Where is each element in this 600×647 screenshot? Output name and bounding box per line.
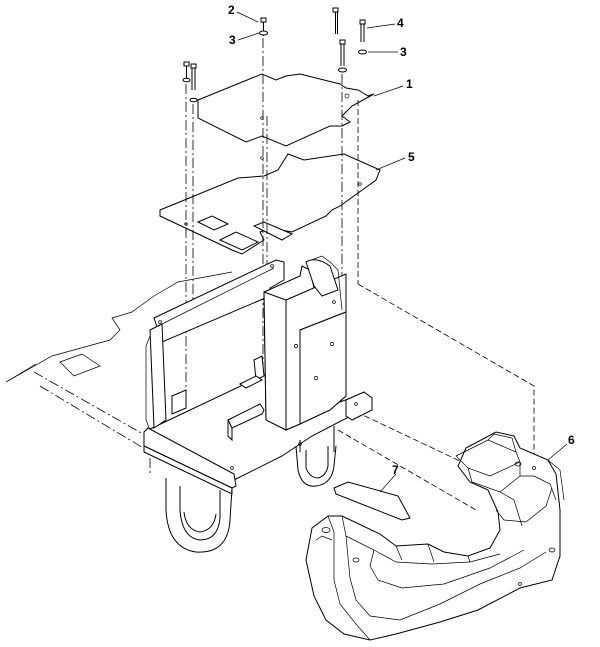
part-7-strip — [333, 481, 411, 521]
callout-4: 4 — [397, 16, 404, 30]
callout-6: 6 — [568, 433, 575, 447]
bolt-2 — [259, 17, 268, 36]
bolt-left-b — [189, 63, 198, 103]
callout-numbers: 2 3 4 3 1 5 6 7 — [228, 3, 575, 477]
part-5-floor-plate — [159, 153, 381, 255]
part-1-floor-mat — [197, 73, 375, 147]
callout-3-right: 3 — [400, 45, 407, 59]
bolt-left-a — [182, 61, 191, 83]
callout-1: 1 — [406, 77, 413, 91]
callout-7: 7 — [392, 463, 399, 477]
bolt-upper-right-a — [332, 7, 339, 34]
bolt-upper-right-b — [338, 39, 347, 73]
callout-2: 2 — [228, 3, 235, 17]
bolt-4 — [358, 19, 367, 55]
part-6-front-cover — [305, 431, 565, 641]
callout-3-left: 3 — [229, 33, 236, 47]
leader-lines — [236, 11, 568, 493]
callout-5: 5 — [408, 150, 415, 164]
truck-frame — [5, 255, 373, 553]
